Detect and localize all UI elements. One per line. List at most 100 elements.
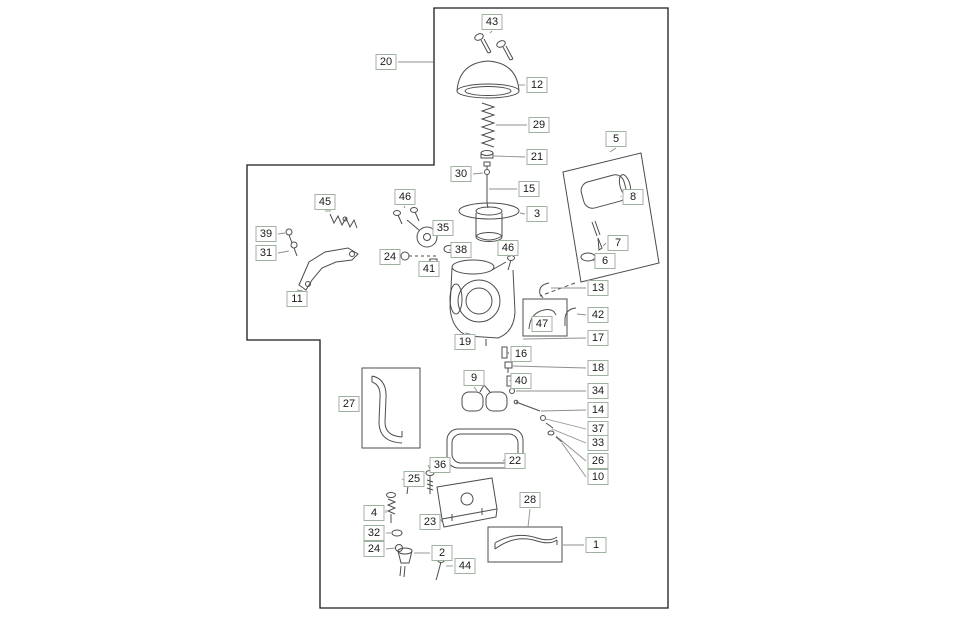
- part-bowl-gasket: [446, 428, 524, 469]
- leader-line-18: [512, 365, 587, 369]
- part-vacuum-slide: [458, 202, 520, 242]
- leader-line-3: [519, 212, 526, 215]
- part-callout-10: 10: [587, 469, 609, 485]
- part-callout-28: 28: [519, 492, 541, 508]
- part-callout-9: 9: [463, 370, 485, 386]
- part-callout-4: 4: [363, 505, 385, 521]
- part-callout-8: 8: [622, 189, 644, 205]
- part-callout-33: 33: [587, 435, 609, 451]
- part-choke-needle: [597, 237, 603, 251]
- leader-line-17: [522, 337, 587, 340]
- part-callout-17: 17: [587, 330, 609, 346]
- part-overflow-hose-box: [487, 526, 563, 563]
- part-callout-31: 31: [255, 245, 277, 261]
- leader-line-11: [296, 289, 304, 292]
- part-drain-fitting: [397, 547, 413, 578]
- part-callout-43: 43: [481, 14, 503, 30]
- leader-line-31: [277, 250, 290, 254]
- part-callout-40: 40: [510, 373, 532, 389]
- leader-line-16: [507, 351, 510, 355]
- part-float-pin: [513, 399, 541, 412]
- leader-line-10: [561, 442, 587, 478]
- part-callout-16: 16: [510, 346, 532, 362]
- part-callout-12: 12: [526, 77, 548, 93]
- part-pipe-42: [564, 307, 577, 326]
- part-main-jet: [504, 361, 513, 373]
- part-callout-29: 29: [528, 117, 550, 133]
- leader-line-24b: [385, 547, 396, 550]
- part-callout-26: 26: [587, 453, 609, 469]
- part-callout-7: 7: [607, 235, 629, 251]
- leader-line-39: [277, 232, 286, 235]
- part-callout-37: 37: [587, 421, 609, 437]
- part-bracket-screws: [285, 228, 298, 257]
- part-callout-25: 25: [403, 471, 425, 487]
- part-callout-47: 47: [531, 316, 553, 332]
- leader-line-33: [551, 428, 587, 444]
- part-callout-27: 27: [338, 396, 360, 412]
- part-callout-3: 3: [526, 206, 548, 222]
- part-valve-bits: [540, 415, 563, 443]
- part-callout-22: 22: [504, 453, 526, 469]
- part-choke-lever-bracket: [298, 247, 359, 291]
- leader-line-42: [576, 313, 587, 316]
- part-slide-spring: [480, 102, 496, 148]
- part-callout-45: 45: [314, 194, 336, 210]
- part-cam-screws: [393, 207, 420, 225]
- leader-line-28: [527, 508, 531, 528]
- part-callout-42: 42: [587, 307, 609, 323]
- leader-line-7: [602, 242, 607, 247]
- part-clamp-box: [522, 298, 568, 337]
- part-vent-hose-box: [361, 367, 421, 449]
- part-callout-15: 15: [518, 181, 540, 197]
- part-callout-32: 32: [363, 525, 385, 541]
- part-callout-24a: 24: [379, 249, 401, 265]
- leader-line-9: [473, 386, 478, 392]
- part-callout-13: 13: [587, 280, 609, 296]
- part-cover-screws: [474, 33, 514, 61]
- part-callout-20: 20: [375, 54, 397, 70]
- leader-line-43: [489, 30, 493, 34]
- part-callout-2: 2: [431, 545, 453, 561]
- part-needle-jet: [501, 346, 508, 359]
- part-throttle-spring: [329, 213, 358, 229]
- part-clip-13: [539, 282, 550, 299]
- part-callout-46b: 46: [497, 240, 519, 256]
- leader-line-24a: [400, 255, 403, 258]
- part-callout-23: 23: [419, 514, 441, 530]
- part-carburetor-body: [449, 259, 516, 346]
- part-clamp: [528, 309, 557, 330]
- part-callout-39: 39: [255, 226, 277, 242]
- part-callout-34: 34: [587, 383, 609, 399]
- part-callout-19: 19: [454, 334, 476, 350]
- leader-line-21: [493, 155, 526, 158]
- part-callout-11: 11: [286, 291, 308, 307]
- leader-line-5: [609, 147, 617, 153]
- leader-line-30: [472, 172, 484, 175]
- part-spring-seat: [480, 150, 494, 159]
- leader-line-37: [545, 418, 587, 430]
- part-callout-6: 6: [594, 253, 616, 269]
- part-callout-18: 18: [587, 360, 609, 376]
- part-pilot-screw: [386, 492, 397, 523]
- part-callout-24b: 24: [363, 541, 385, 557]
- leader-line-46b: [507, 255, 512, 258]
- part-callout-44: 44: [454, 558, 476, 574]
- part-float-bowl: [436, 477, 498, 528]
- part-callout-30: 30: [450, 166, 472, 182]
- leader-line-46a: [403, 205, 406, 209]
- part-callout-1: 1: [585, 537, 607, 553]
- part-callout-21: 21: [526, 149, 548, 165]
- part-callout-41: 41: [418, 261, 440, 277]
- leader-line-26: [555, 435, 587, 462]
- part-callout-5: 5: [605, 131, 627, 147]
- leader-line-19: [464, 332, 471, 335]
- part-callout-46a: 46: [394, 189, 416, 205]
- part-oring-32: [391, 529, 403, 537]
- part-callout-14: 14: [587, 402, 609, 418]
- diagram-border: [246, 7, 669, 609]
